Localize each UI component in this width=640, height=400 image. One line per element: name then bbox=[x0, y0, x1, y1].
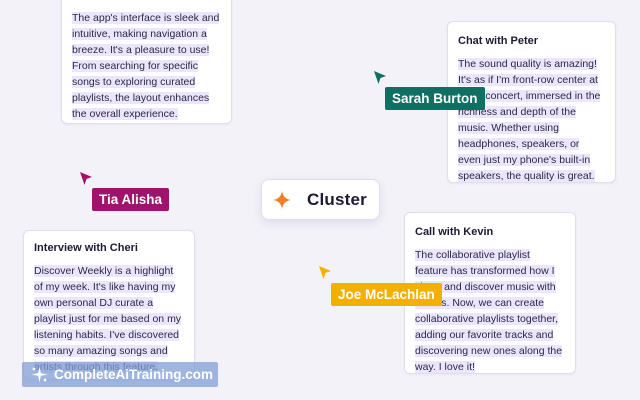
sparkle-icon bbox=[273, 190, 291, 209]
card-title: Interview with Cheri bbox=[34, 242, 138, 254]
collaborator-tag-joe-mclachlan: Joe McLachlan bbox=[331, 283, 442, 306]
note-card-interview-with-cheri[interactable]: Interview with Cheri Discover Weekly is … bbox=[23, 230, 195, 380]
collaborator-tag-sarah-burton: Sarah Burton bbox=[385, 87, 485, 110]
cluster-button[interactable]: Cluster bbox=[261, 179, 380, 220]
cursor-arrow-icon bbox=[374, 71, 386, 84]
watermark: CompleteAiTraining.com bbox=[22, 362, 218, 387]
cursor-arrow-icon bbox=[80, 172, 92, 185]
note-card[interactable]: The app's interface is sleek and intuiti… bbox=[61, 0, 232, 124]
collaborator-name: Tia Alisha bbox=[99, 192, 163, 207]
note-card-text: The app's interface is sleek and intuiti… bbox=[72, 12, 220, 120]
card-title: Chat with Peter bbox=[458, 35, 539, 47]
note-card-chat-with-peter[interactable]: Chat with Peter The sound quality is ama… bbox=[447, 21, 616, 183]
collaborator-name: Sarah Burton bbox=[392, 91, 478, 106]
note-card-text: Discover Weekly is a highlight of my wee… bbox=[34, 263, 184, 375]
cluster-label: Cluster bbox=[307, 189, 367, 209]
collaborator-name: Joe McLachlan bbox=[338, 287, 435, 302]
collaborator-tag-tia-alisha: Tia Alisha bbox=[92, 188, 170, 211]
watermark-text: CompleteAiTraining.com bbox=[54, 367, 214, 382]
logo-icon bbox=[31, 366, 48, 383]
cursor-arrow-icon bbox=[319, 266, 331, 279]
card-title: Call with Kevin bbox=[415, 226, 494, 238]
note-card-text: The sound quality is amazing! It's as if… bbox=[458, 58, 601, 182]
note-card-text: The collaborative playlist feature has t… bbox=[415, 249, 563, 373]
